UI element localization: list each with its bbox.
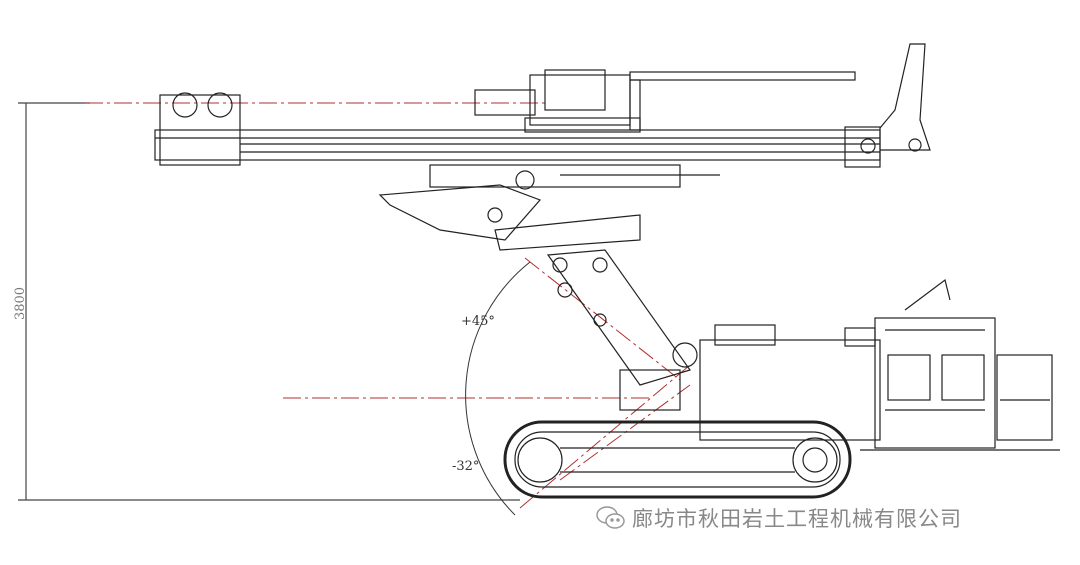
rotation-head [474, 69, 856, 133]
height-dimension-label: 3800 [13, 286, 29, 321]
center-lines [85, 102, 691, 509]
angle-up-label: +45° [461, 314, 495, 329]
watermark: 廊坊市秋田岩土工程机械有限公司 [596, 503, 962, 533]
wechat-icon [596, 506, 625, 529]
watermark-text: 廊坊市秋田岩土工程机械有限公司 [632, 507, 962, 531]
height-dimension [18, 102, 520, 501]
angle-down-label: -32° [452, 459, 480, 474]
feed-mast [154, 43, 931, 188]
crawler-track [503, 420, 852, 499]
engine-body [699, 278, 1060, 451]
tilt-angle-arc [465, 261, 531, 516]
boom-arm [378, 170, 698, 411]
